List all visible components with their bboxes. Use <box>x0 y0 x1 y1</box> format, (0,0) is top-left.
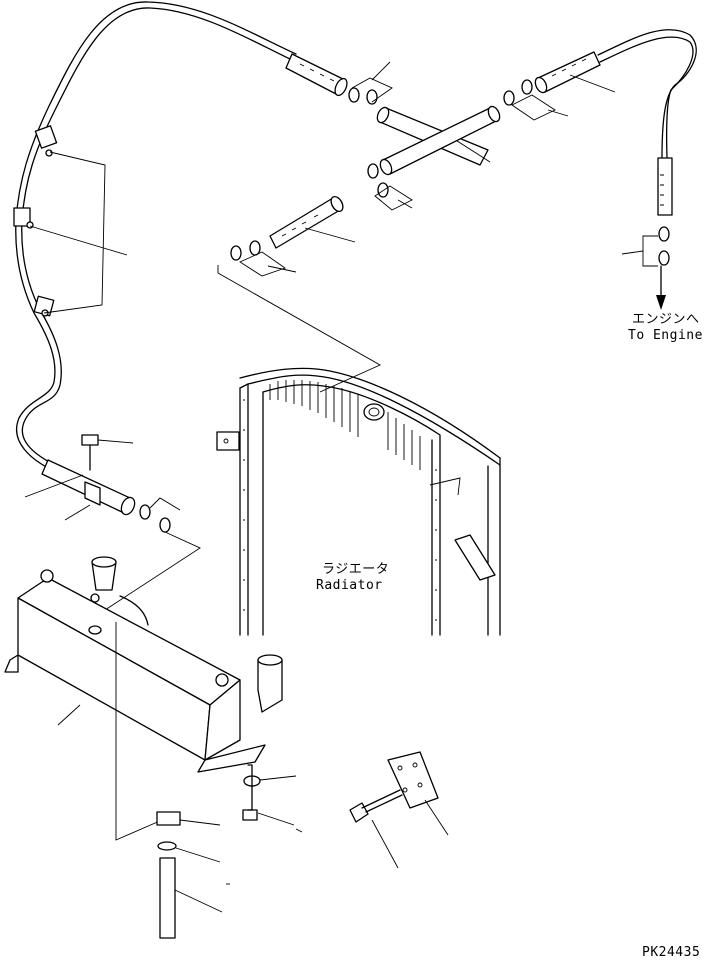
hose-clip-lower <box>33 295 55 317</box>
hose-to-engine <box>597 29 697 216</box>
hose-clamps-center <box>367 163 413 211</box>
drain-cock <box>156 811 221 826</box>
hose-clamps-left <box>104 497 201 611</box>
hose-clamps-upper-left <box>348 61 393 105</box>
hose-clamps-upper-right <box>503 79 569 121</box>
reserve-tank <box>4 556 283 841</box>
drain-hose <box>157 841 223 939</box>
pipe-diagonal <box>379 105 501 176</box>
bracket-plate <box>387 751 449 836</box>
to-engine-label-en: To Engine <box>628 328 703 343</box>
radiator-label-en: Radiator <box>316 578 383 593</box>
arrow-down-icon <box>656 265 666 310</box>
hose-lower-middle <box>269 195 356 249</box>
bolt-tank <box>242 764 295 826</box>
overflow-hose <box>15 1 297 471</box>
to-engine-label-jp: エンジンへ <box>632 312 700 327</box>
hose-clip-middle <box>13 207 34 229</box>
hose-end-upper-right <box>534 51 616 94</box>
pipe-left <box>24 459 136 521</box>
flange-bolt <box>349 789 403 869</box>
hose-clamps-engine <box>621 226 670 267</box>
hose-clamps-lower-middle <box>230 240 297 277</box>
radiator <box>216 367 501 636</box>
bolt-top-left <box>81 434 134 471</box>
hose-clip-upper <box>34 125 58 157</box>
drawing-number: PK24435 <box>642 945 701 960</box>
hose-end-upper-left <box>285 53 348 97</box>
radiator-label-jp: ラジエータ <box>322 562 390 577</box>
